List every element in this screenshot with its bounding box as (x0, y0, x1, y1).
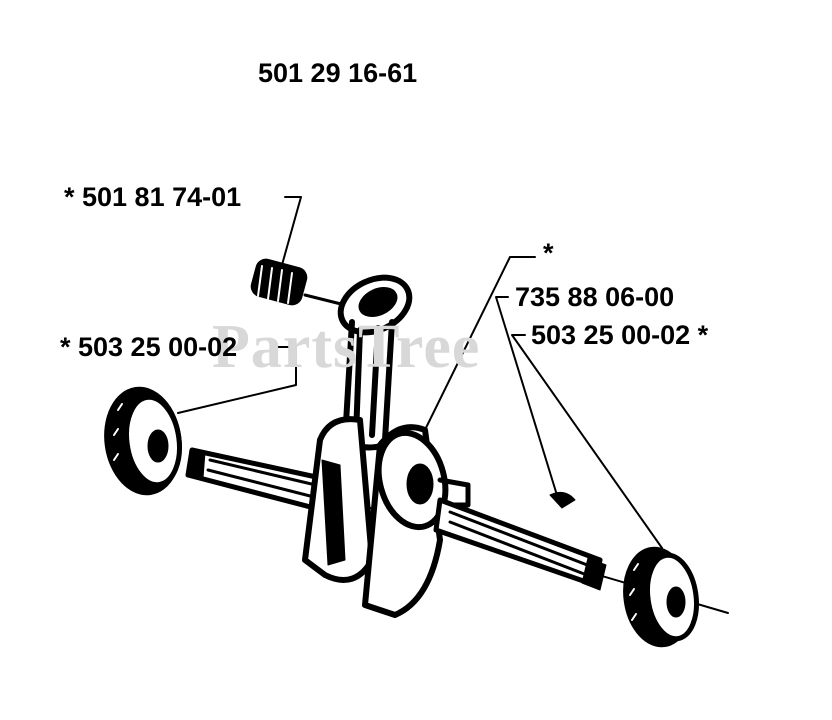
main-bearing-left (104, 386, 182, 496)
shaft-left (185, 447, 333, 513)
leader-key (495, 296, 557, 493)
crank-webs (302, 416, 471, 618)
main-bearing-right (623, 546, 699, 648)
leader-crank (419, 256, 536, 441)
callout-main-bearing-right[interactable]: 503 25 00-02 * (531, 320, 709, 350)
callout-woodruff-key[interactable]: 735 88 06-00 (515, 282, 675, 312)
callout-needle-bearing[interactable]: * 501 81 74-01 (64, 182, 242, 212)
woodruff-key (549, 491, 576, 509)
watermark: PartsTree (212, 313, 481, 381)
leader-needle-bearing (279, 196, 302, 273)
assembly-part-number[interactable]: 501 29 16-61 (258, 58, 418, 88)
callout-crankshaft-star: * (543, 238, 554, 268)
needle-bearing (250, 258, 347, 307)
callout-main-bearing-left[interactable]: * 503 25 00-02 (60, 332, 238, 362)
shaft-right (433, 497, 607, 591)
leader-bearing-right (511, 334, 663, 549)
leader-bearing-left (177, 346, 297, 414)
